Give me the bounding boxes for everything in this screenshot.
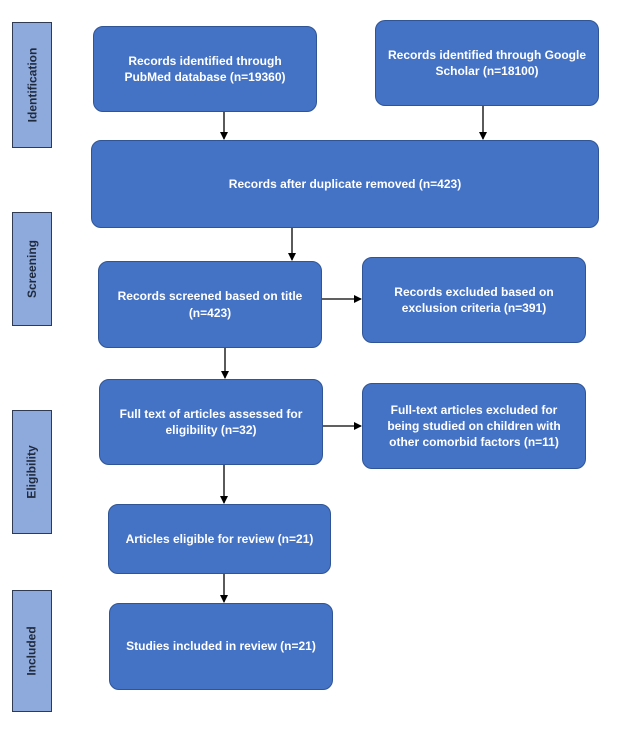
box-records-excluded: Records excluded based on exclusion crit… [362,257,586,343]
phase-screening: Screening [12,212,52,326]
box-scholar-records: Records identified through Google Schola… [375,20,599,106]
phase-identification: Identification [12,22,52,148]
box-fulltext-excluded: Full-text articles excluded for being st… [362,383,586,469]
box-records-screened: Records screened based on title (n=423) [98,261,322,348]
box-fulltext-excluded-text: Full-text articles excluded for being st… [387,402,561,450]
box-fulltext-assessed: Full text of articles assessed for eligi… [99,379,323,465]
box-screened-text: Records screened based on title (n=423) [117,289,303,320]
box-scholar-text: Records identified through Google Schola… [388,47,586,78]
box-pubmed-records: Records identified through PubMed databa… [93,26,317,112]
phase-included: Included [12,590,52,712]
phase-eligibility: Eligibility [12,410,52,534]
box-included-text: Studies included in review (n=21) [126,639,316,654]
box-eligible-text: Articles eligible for review (n=21) [125,531,314,546]
box-studies-included: Studies included in review (n=21) [109,603,333,690]
box-pubmed-text: Records identified through PubMed databa… [124,53,286,84]
box-fulltext-text: Full text of articles assessed for eligi… [119,406,303,437]
box-duplicates-text: Records after duplicate removed (n=423) [228,176,462,191]
box-excluded-text: Records excluded based on exclusion crit… [394,284,554,315]
box-articles-eligible: Articles eligible for review (n=21) [108,504,331,574]
box-duplicates-removed: Records after duplicate removed (n=423) [91,140,599,228]
